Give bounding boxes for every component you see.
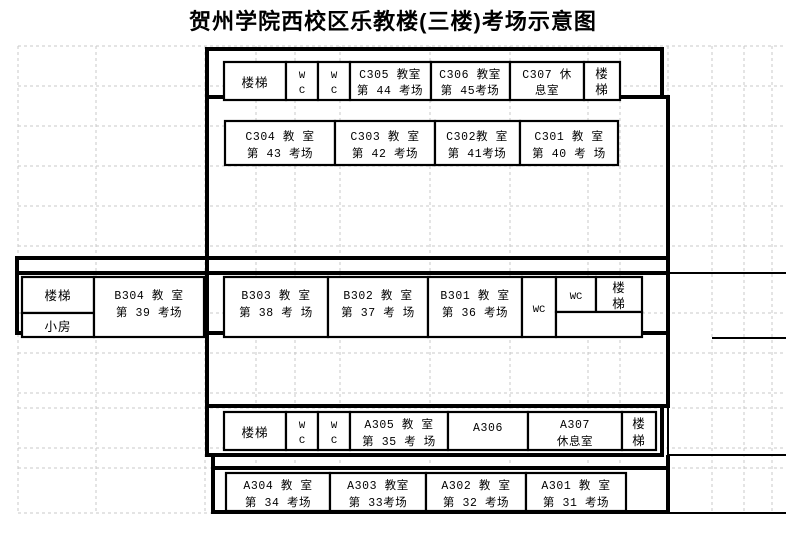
label-a303-l1: A303 教室 xyxy=(347,478,409,493)
label-a-wc-1-l2: C xyxy=(299,435,305,447)
label-c304-l1: C304 教 室 xyxy=(245,129,314,144)
room-c301[interactable] xyxy=(518,119,620,167)
label-a301-l1: A301 教 室 xyxy=(541,478,610,493)
label-c304-l2: 第 43 考场 xyxy=(247,146,313,161)
label-c307-l2: 息室 xyxy=(535,83,559,98)
room-a-stair-right[interactable] xyxy=(620,410,658,452)
label-b302-l2: 第 37 考 场 xyxy=(341,305,415,320)
label-a305-l2: 第 35 考 场 xyxy=(362,434,436,449)
label-b-stair: 楼梯 xyxy=(44,288,71,303)
room-b-smallroom[interactable] xyxy=(20,311,96,339)
label-a302-l2: 第 32 考场 xyxy=(443,495,509,510)
label-a-stair-right-l1: 楼 xyxy=(632,416,646,431)
room-a303[interactable] xyxy=(328,471,428,513)
c-top-room-row: 楼梯 W C W C C305 教室 第 44 考场 C306 教室 第 45考… xyxy=(222,60,622,102)
room-c-stair-left[interactable] xyxy=(222,60,288,102)
page-title: 贺州学院西校区乐教楼(三楼)考场示意图 xyxy=(189,9,597,34)
label-a307-l1: A307 xyxy=(560,419,590,432)
label-b303-l2: 第 38 考 场 xyxy=(239,305,313,320)
c-bottom-room-row: C304 教 室 第 43 考场 C303 教 室 第 42 考场 C302教 … xyxy=(223,119,620,167)
room-b-stair[interactable] xyxy=(20,275,96,315)
label-a303-l2: 第 33考场 xyxy=(349,495,408,510)
label-a304-l1: A304 教 室 xyxy=(243,478,312,493)
room-c306[interactable] xyxy=(429,60,512,102)
label-c301-l1: C301 教 室 xyxy=(534,129,603,144)
label-b-smallroom: 小房 xyxy=(44,319,71,334)
label-b303-l1: B303 教 室 xyxy=(241,288,310,303)
label-a305-l1: A305 教 室 xyxy=(364,417,433,432)
label-c302-l2: 第 41考场 xyxy=(448,146,507,161)
a-top-room-row: 楼梯 W C W C A305 教 室 第 35 考 场 A306 A307 休… xyxy=(222,410,658,452)
room-c-stair-right[interactable] xyxy=(582,60,622,102)
room-a301[interactable] xyxy=(524,471,628,513)
label-c301-l2: 第 40 考 场 xyxy=(532,146,606,161)
room-c305[interactable] xyxy=(348,60,433,102)
b-left-room-group: 楼梯 小房 B304 教 室 第 39 考场 xyxy=(20,275,206,339)
room-a-stair-left[interactable] xyxy=(222,410,288,452)
room-c-wc-1[interactable] xyxy=(284,60,320,102)
b-main-room-group: B303 教 室 第 38 考 场 B302 教 室 第 37 考 场 B301… xyxy=(222,275,644,339)
label-c-wc-1-l1: W xyxy=(299,70,306,82)
label-a-wc-2-l2: C xyxy=(331,435,337,447)
label-b301-l1: B301 教 室 xyxy=(440,288,509,303)
label-c-wc-1-l2: C xyxy=(299,85,305,97)
room-c302[interactable] xyxy=(433,119,522,167)
label-b301-l2: 第 36 考场 xyxy=(442,305,508,320)
label-a307-l2: 休息室 xyxy=(557,434,593,449)
label-a-wc-1-l1: W xyxy=(299,420,306,432)
label-b-stair-right-l2: 梯 xyxy=(612,297,626,311)
label-a-stair-left: 楼梯 xyxy=(241,425,268,440)
label-a302-l1: A302 教 室 xyxy=(441,478,510,493)
label-a306-l1: A306 xyxy=(473,422,503,435)
label-b302-l1: B302 教 室 xyxy=(343,288,412,303)
label-b-stair-right-l1: 楼 xyxy=(612,280,626,295)
room-a306[interactable] xyxy=(446,410,530,452)
room-c304[interactable] xyxy=(223,119,337,167)
room-c-wc-2[interactable] xyxy=(316,60,352,102)
label-c-wc-2-l2: C xyxy=(331,85,337,97)
label-c306-l1: C306 教室 xyxy=(439,67,501,82)
label-b-wc-2: WC xyxy=(570,291,583,303)
room-c307[interactable] xyxy=(508,60,586,102)
label-a-stair-right-l2: 梯 xyxy=(632,434,646,448)
label-c-wc-2-l1: W xyxy=(331,70,338,82)
room-a307[interactable] xyxy=(526,410,624,452)
label-c303-l2: 第 42 考场 xyxy=(352,146,418,161)
label-c303-l1: C303 教 室 xyxy=(350,129,419,144)
room-b-stair-right[interactable] xyxy=(594,275,644,314)
room-b304[interactable] xyxy=(92,275,206,339)
label-c302-l1: C302教 室 xyxy=(446,129,508,144)
right-annex-outlines xyxy=(655,272,786,514)
label-a304-l2: 第 34 考场 xyxy=(245,495,311,510)
label-c305-l1: C305 教室 xyxy=(359,67,421,82)
label-b304-l2: 第 39 考场 xyxy=(116,305,182,320)
label-a-wc-2-l1: W xyxy=(331,420,338,432)
room-b302[interactable] xyxy=(326,275,430,339)
room-b303[interactable] xyxy=(222,275,330,339)
a-bottom-room-row: A304 教 室 第 34 考场 A303 教室 第 33考场 A302 教 室… xyxy=(224,471,628,513)
room-c303[interactable] xyxy=(333,119,437,167)
room-b301[interactable] xyxy=(426,275,524,339)
room-a-wc-1[interactable] xyxy=(284,410,320,452)
label-c305-l2: 第 44 考场 xyxy=(357,83,423,98)
label-b304-l1: B304 教 室 xyxy=(114,288,183,303)
label-c-stair-left: 楼梯 xyxy=(241,75,268,90)
label-c307-l1: C307 休 xyxy=(522,68,572,82)
label-c-stair-right-l2: 梯 xyxy=(595,83,609,97)
label-c306-l2: 第 45考场 xyxy=(441,83,500,98)
room-b-rear-space[interactable] xyxy=(554,310,644,339)
label-a301-l2: 第 31 考场 xyxy=(543,495,609,510)
label-c-stair-right-l1: 楼 xyxy=(595,66,609,81)
room-b-wc-2[interactable] xyxy=(554,275,598,314)
label-b-wc-1: WC xyxy=(533,304,546,316)
